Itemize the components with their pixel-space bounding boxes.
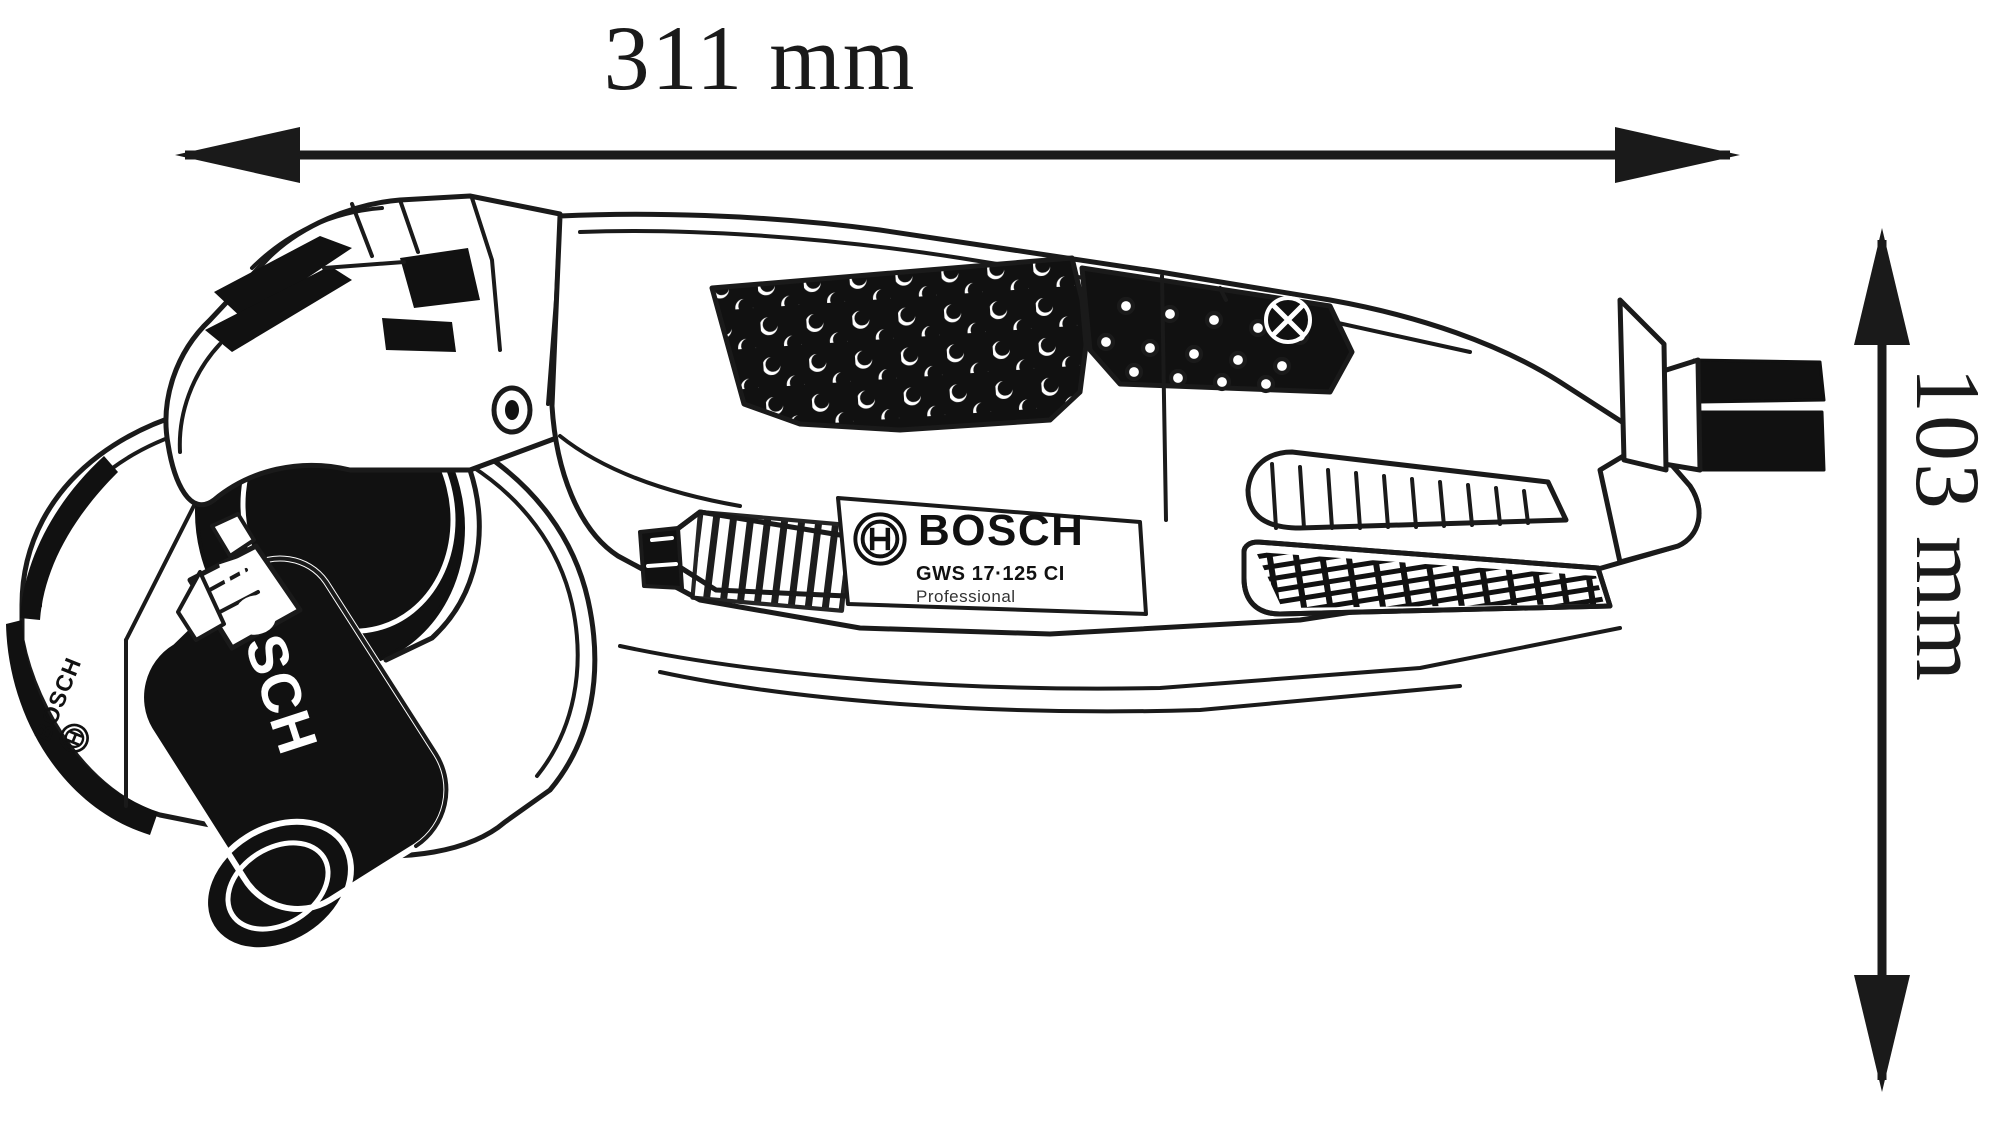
nameplate-line: Professional — [916, 587, 1016, 606]
gear-head-housing — [163, 193, 603, 508]
nameplate-model: GWS 17·125 CI — [916, 563, 1065, 585]
guard-marking: BOSCH — [29, 596, 196, 780]
vertical-dimension-label: 103 mm — [1897, 366, 1999, 684]
soft-grip-panel — [709, 255, 1089, 433]
horizontal-dimension-label: 311 mm — [603, 7, 917, 109]
slide-switch — [638, 509, 865, 613]
side-handle — [138, 543, 450, 954]
nameplate: BOSCH GWS 17·125 CI Professional — [852, 505, 1102, 615]
housing-screw — [1264, 296, 1312, 344]
ventilation-grille — [1241, 449, 1613, 617]
bosch-armature-logo-small — [59, 723, 89, 753]
nameplate-brand: BOSCH — [918, 506, 1085, 555]
vertical-dimension-arrow — [1854, 228, 1910, 1092]
guard-bracket — [176, 512, 256, 642]
horizontal-dimension-arrow — [175, 127, 1740, 183]
rear-cap-and-cord — [1597, 297, 1826, 565]
body-contour-lines — [558, 274, 1622, 714]
rear-top-grip — [1079, 265, 1355, 395]
bosch-armature-logo — [853, 512, 907, 566]
nameplate-recess — [836, 496, 1148, 616]
